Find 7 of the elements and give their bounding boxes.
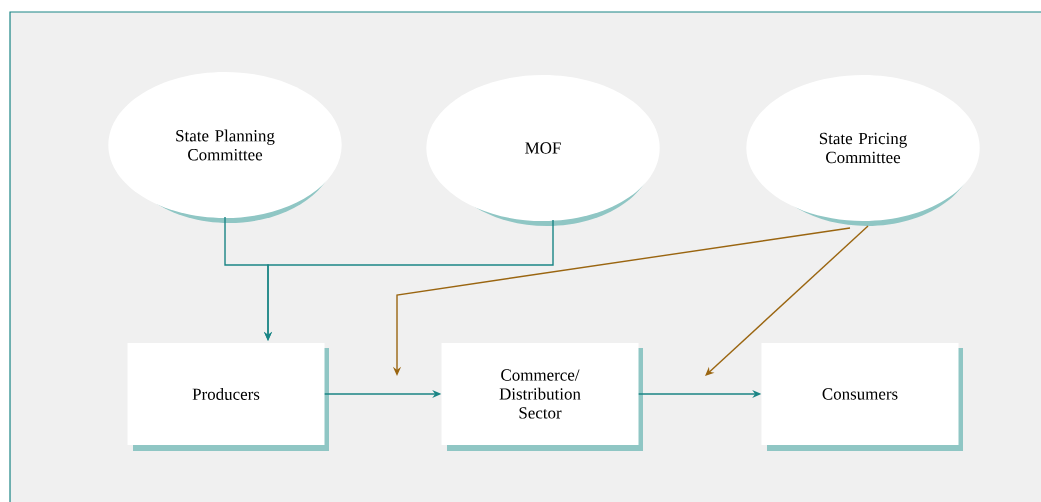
oval-node: State Planning Committee bbox=[108, 72, 342, 223]
process-box: Commerce/ Distribution Sector bbox=[441, 343, 643, 451]
oval-node: MOF bbox=[426, 75, 660, 226]
oval-node: State Pricing Committee bbox=[746, 75, 980, 226]
process-box: Producers bbox=[127, 343, 329, 451]
arrow bbox=[705, 225, 869, 376]
process-box: Consumers bbox=[761, 343, 963, 451]
